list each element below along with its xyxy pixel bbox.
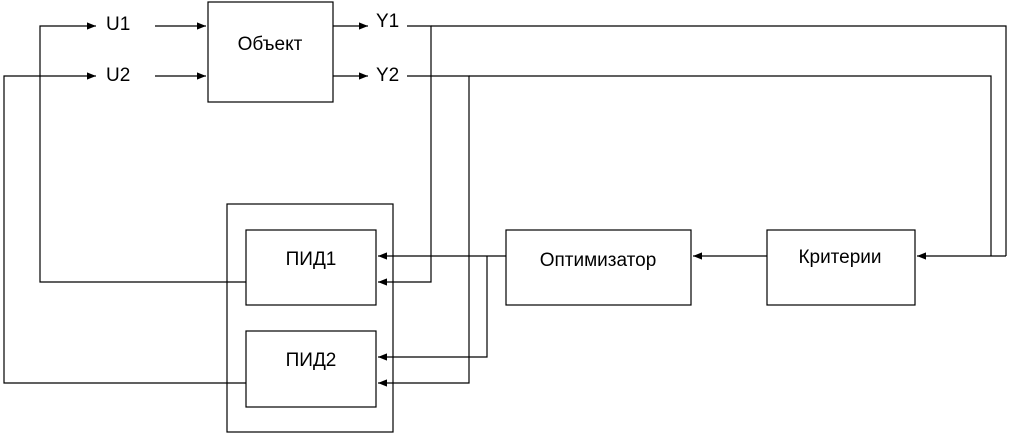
u1-label: U1 <box>106 14 130 35</box>
pid1-block <box>245 229 377 306</box>
pid1-label: ПИД1 <box>286 249 337 270</box>
y2-label: Y2 <box>376 65 399 86</box>
pid2-to-u2-line <box>3 72 246 384</box>
u2-label: U2 <box>106 65 130 86</box>
pid1-to-u1-line <box>39 22 246 283</box>
object-label: Объект <box>238 34 303 55</box>
optimizer-label: Оптимизатор <box>540 250 657 271</box>
y1-feedback-to-pid1-line <box>378 25 432 286</box>
y2-feedback-to-pid2-line <box>378 75 470 387</box>
y2-to-criteria-line <box>469 75 992 256</box>
optimizer-to-pid2-line <box>378 256 488 361</box>
criteria-block <box>766 229 916 306</box>
y1-label: Y1 <box>376 11 399 32</box>
criteria-label: Критерии <box>798 247 881 268</box>
object-block <box>207 1 334 103</box>
optimizer-block <box>505 229 692 306</box>
pid2-label: ПИД2 <box>286 350 337 371</box>
y1-to-criteria-line <box>431 25 1007 256</box>
pid2-block <box>245 330 377 408</box>
